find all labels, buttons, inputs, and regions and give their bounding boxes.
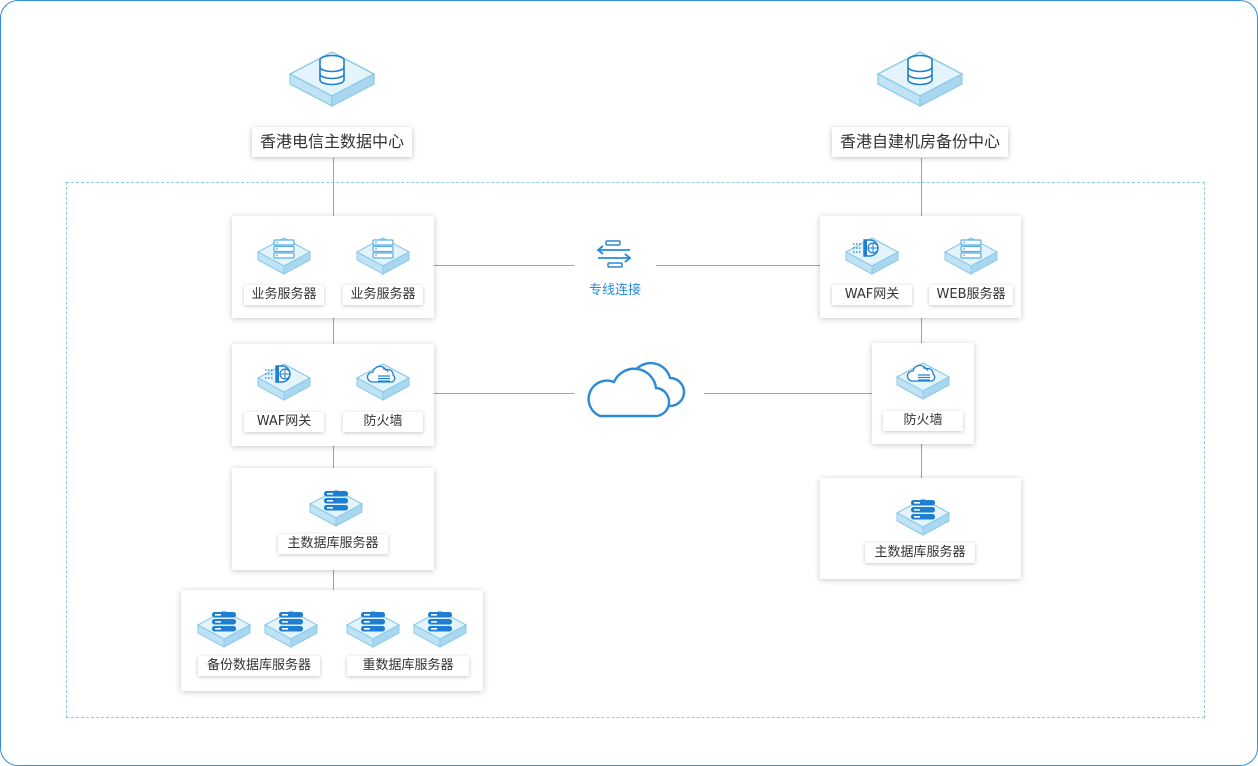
- database-server-icon: [893, 493, 953, 539]
- main-db-label: 主数据库服务器: [865, 543, 975, 563]
- backup-datacenter-title: 香港自建机房备份中心: [832, 127, 1008, 157]
- database-server-icon: [306, 484, 366, 530]
- connector: [656, 265, 820, 266]
- waf-gateway-label: WAF网关: [832, 285, 912, 305]
- connector: [434, 265, 574, 266]
- connector: [921, 158, 922, 216]
- app-server-label: 业务服务器: [244, 285, 324, 305]
- replica-db-label: 重数据库服务器: [347, 656, 469, 676]
- dedicated-link-label: 专线连接: [588, 283, 642, 298]
- firewall-label: 防火墙: [343, 412, 423, 432]
- firewall-icon: [353, 358, 413, 404]
- server-icon: [353, 232, 413, 278]
- waf-gateway-label: WAF网关: [244, 412, 324, 432]
- database-server-icon: [261, 605, 321, 651]
- server-icon: [941, 232, 1001, 278]
- database-server-icon: [410, 605, 470, 651]
- database-icon: [877, 51, 963, 107]
- connector: [333, 446, 334, 468]
- connector: [921, 444, 922, 478]
- backup-db-label: 备份数据库服务器: [198, 656, 320, 676]
- connector: [333, 570, 334, 590]
- connector: [333, 158, 334, 216]
- app-server-label: 业务服务器: [343, 285, 423, 305]
- web-server-label: WEB服务器: [929, 285, 1013, 305]
- connector: [434, 393, 574, 394]
- waf-gateway-icon: [254, 358, 314, 404]
- transfer-arrows-icon: [596, 240, 632, 268]
- connector: [704, 393, 872, 394]
- primary-datacenter-title: 香港电信主数据中心: [252, 127, 412, 157]
- firewall-label: 防火墙: [883, 411, 963, 431]
- database-icon: [289, 51, 375, 107]
- main-db-label: 主数据库服务器: [278, 534, 388, 554]
- server-icon: [254, 232, 314, 278]
- connector: [921, 318, 922, 343]
- cloud-icon: [587, 361, 686, 418]
- firewall-icon: [893, 357, 953, 403]
- database-server-icon: [343, 605, 403, 651]
- connector: [333, 318, 334, 344]
- database-server-icon: [194, 605, 254, 651]
- waf-gateway-icon: [842, 232, 902, 278]
- network-zone: [66, 182, 1205, 718]
